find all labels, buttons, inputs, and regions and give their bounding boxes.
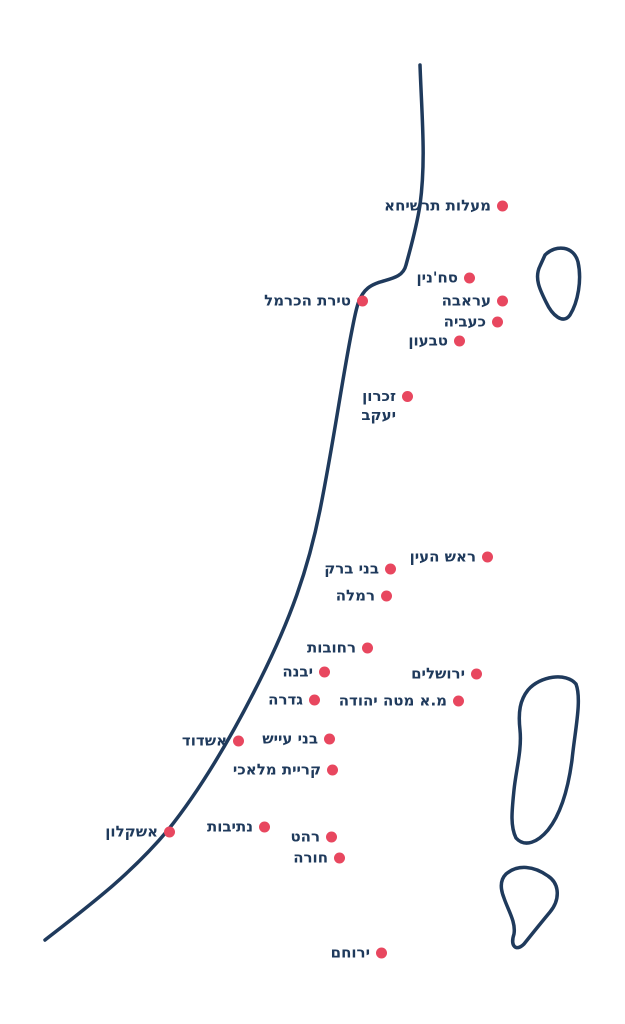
sea-of-galilee — [535, 246, 582, 321]
city-dot — [381, 590, 392, 602]
city-rehovot[interactable]: רחובות — [307, 639, 373, 658]
city-label: זכרון יעקב — [361, 387, 396, 424]
city-dot — [497, 295, 508, 307]
city-label: מ.א מטה יהודה — [338, 691, 447, 710]
city-ramla[interactable]: רמלה — [336, 587, 392, 606]
city-dot — [309, 694, 320, 706]
city-label: ירושלים — [411, 664, 465, 683]
city-ashkelon[interactable]: אשקלון — [105, 823, 175, 842]
city-dot — [471, 668, 482, 680]
city-zikhron-yaakov[interactable]: זכרון יעקב — [352, 387, 413, 425]
city-rosh-haayin[interactable]: ראש העין — [410, 548, 493, 567]
city-dot — [385, 563, 396, 575]
city-sakhnin[interactable]: סח'נין — [417, 269, 475, 288]
city-dot — [482, 551, 493, 563]
dead-sea-south — [499, 865, 559, 950]
city-kiryat-malakhi[interactable]: קריית מלאכי — [233, 761, 338, 780]
city-label: אשדוד — [181, 731, 227, 750]
city-arraba[interactable]: עראבה — [442, 292, 508, 311]
city-label: עראבה — [441, 291, 491, 310]
city-dot — [357, 295, 368, 307]
city-ashdod[interactable]: אשדוד — [182, 732, 244, 751]
city-dot — [376, 947, 387, 959]
city-label: נתיבות — [206, 817, 253, 836]
city-yavne[interactable]: יבנה — [282, 663, 330, 682]
city-dot — [402, 391, 413, 402]
city-dot — [326, 831, 337, 843]
city-label: טירת הכרמל — [264, 291, 351, 310]
city-rahat[interactable]: רהט — [290, 828, 337, 847]
city-label: מעלות תרשיחא — [384, 196, 491, 215]
city-label: רמלה — [335, 586, 375, 605]
city-label: בני ברק — [324, 559, 379, 578]
city-tirat-carmel[interactable]: טירת הכרמל — [264, 292, 368, 311]
city-dot — [319, 666, 330, 678]
city-label: סח'נין — [416, 268, 458, 287]
city-dot — [464, 272, 475, 284]
city-label: קריית מלאכי — [232, 760, 321, 779]
dead-sea-north — [510, 675, 581, 845]
city-label: רחובות — [306, 638, 356, 657]
city-tabun[interactable]: טבעון — [408, 332, 465, 351]
city-dot — [327, 764, 338, 776]
city-dot — [334, 852, 345, 864]
city-bnei-brak[interactable]: בני ברק — [324, 560, 396, 579]
city-kabiye[interactable]: כעביה — [444, 313, 503, 332]
city-maalot-tarshiha[interactable]: מעלות תרשיחא — [384, 197, 508, 216]
city-gedera[interactable]: גדרה — [268, 691, 320, 710]
city-label: כעביה — [443, 312, 486, 331]
city-dot — [164, 826, 175, 838]
city-dot — [453, 695, 464, 707]
city-label: חורה — [293, 848, 328, 867]
city-dot — [497, 200, 508, 212]
city-jerusalem[interactable]: ירושלים — [411, 665, 482, 684]
city-dot — [259, 821, 270, 833]
city-dot — [233, 735, 244, 747]
city-label: ראש העין — [409, 547, 476, 566]
city-label: רהט — [290, 827, 320, 846]
city-dot — [454, 335, 465, 347]
city-dot — [362, 642, 373, 654]
city-label: בני עייש — [262, 729, 318, 748]
city-label: יבנה — [282, 662, 313, 681]
coastline — [43, 63, 425, 942]
city-netivot[interactable]: נתיבות — [207, 818, 270, 837]
city-label: ירוחם — [330, 943, 370, 962]
city-dot — [492, 316, 503, 328]
city-label: גדרה — [268, 690, 303, 709]
city-label: אשקלון — [105, 822, 158, 841]
city-dot — [324, 733, 335, 745]
city-bnei-ayish[interactable]: בני עייש — [262, 730, 335, 749]
city-hura[interactable]: חורה — [293, 849, 345, 868]
city-mateh-yehuda[interactable]: מ.א מטה יהודה — [339, 692, 464, 711]
city-label: טבעון — [408, 331, 448, 350]
city-yeruham[interactable]: ירוחם — [331, 944, 387, 963]
